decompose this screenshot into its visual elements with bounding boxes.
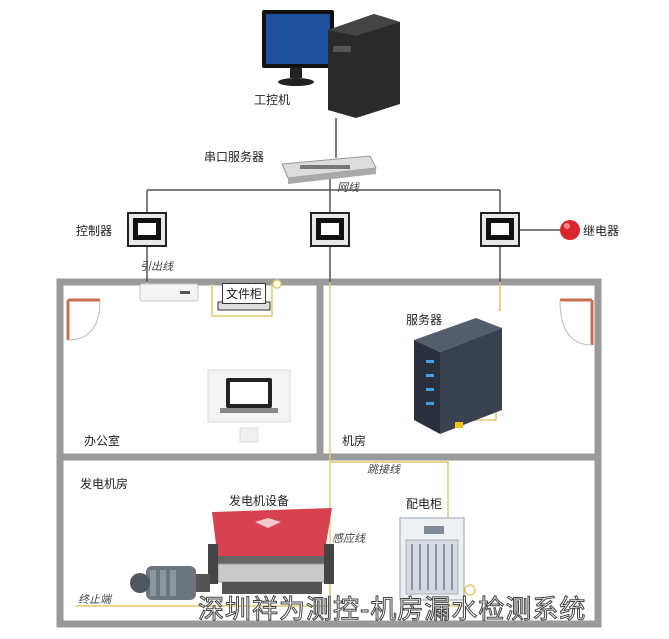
file-cabinet-label: 文件柜 xyxy=(222,283,267,304)
pc-tower-top xyxy=(328,14,400,36)
relay-icon xyxy=(560,220,580,240)
controller-2-icon xyxy=(310,212,350,247)
workstation-icon xyxy=(262,10,400,118)
cabinet-terminal-dot xyxy=(464,584,476,596)
relay-label: 继电器 xyxy=(583,224,620,238)
controller-label: 控制器 xyxy=(76,224,113,238)
room-door-swing xyxy=(559,299,593,346)
file-cabinet-terminal-dot xyxy=(272,279,282,289)
pc-tower xyxy=(328,14,400,118)
serial-server-icon xyxy=(281,155,377,184)
air-conditioner-icon xyxy=(139,283,199,302)
monitor-neck xyxy=(290,68,302,78)
jumper-wire-label: 跳接线 xyxy=(367,463,400,476)
office-label: 办公室 xyxy=(84,434,121,448)
generator-equipment-label: 发电机设备 xyxy=(229,494,290,508)
server-rack-icon xyxy=(414,318,502,434)
server-label: 服务器 xyxy=(406,313,443,327)
building-outline xyxy=(56,278,602,628)
controller-1-icon xyxy=(127,212,167,247)
pc-drive-bay xyxy=(333,46,351,52)
watermark-caption: 深圳祥为测控-机房漏水检测系统 xyxy=(197,595,587,626)
power-cabinet-label: 配电柜 xyxy=(406,497,443,511)
jumper-wire xyxy=(330,461,449,520)
machine-room-label: 机房 xyxy=(342,434,367,448)
monitor-base xyxy=(278,78,314,86)
serial-server-label: 串口服务器 xyxy=(204,150,265,164)
office-door-swing xyxy=(67,299,101,341)
sensing-wire-label: 感应线 xyxy=(332,532,365,545)
workstation-label: 工控机 xyxy=(254,93,291,107)
terminal-label: 终止端 xyxy=(78,593,111,606)
controller-3-icon xyxy=(480,212,520,247)
generator-equipment-icon xyxy=(208,508,334,594)
server-lead-wire xyxy=(498,282,501,311)
laptop-panel-icon xyxy=(207,369,291,443)
lead-wire-label: 引出线 xyxy=(140,260,173,273)
office-sensing-wire xyxy=(211,284,273,317)
motor-icon xyxy=(130,566,210,600)
monitor-screen xyxy=(266,14,330,64)
generator-room-label: 发电机房 xyxy=(80,477,129,491)
power-cabinet-icon xyxy=(399,517,465,601)
network-cable-label: 网线 xyxy=(337,181,359,194)
